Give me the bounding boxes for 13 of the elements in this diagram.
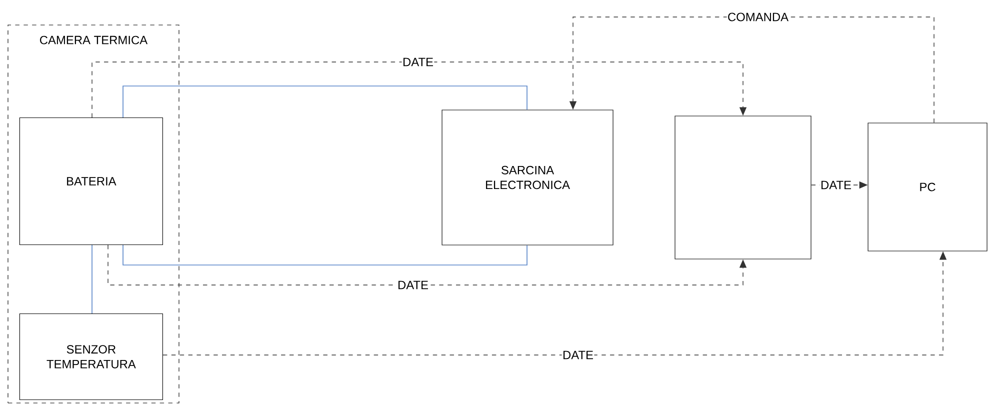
block-box bbox=[674, 116, 812, 260]
block-box: BATERIA bbox=[19, 117, 163, 246]
edge-label: DATE bbox=[562, 350, 594, 360]
block-box: SARCINA ELECTRONICA bbox=[442, 110, 614, 246]
edge-label: DATE bbox=[820, 180, 852, 190]
arrow bbox=[92, 62, 747, 118]
connector-line bbox=[122, 86, 528, 118]
connector-line bbox=[122, 244, 528, 266]
block-box: SENZOR TEMPERATURA bbox=[19, 313, 163, 400]
block-box: PC bbox=[868, 122, 988, 252]
edge-label: DATE bbox=[396, 280, 430, 290]
edge-label: COMANDA bbox=[726, 12, 790, 22]
edge-label: DATE bbox=[402, 57, 434, 67]
